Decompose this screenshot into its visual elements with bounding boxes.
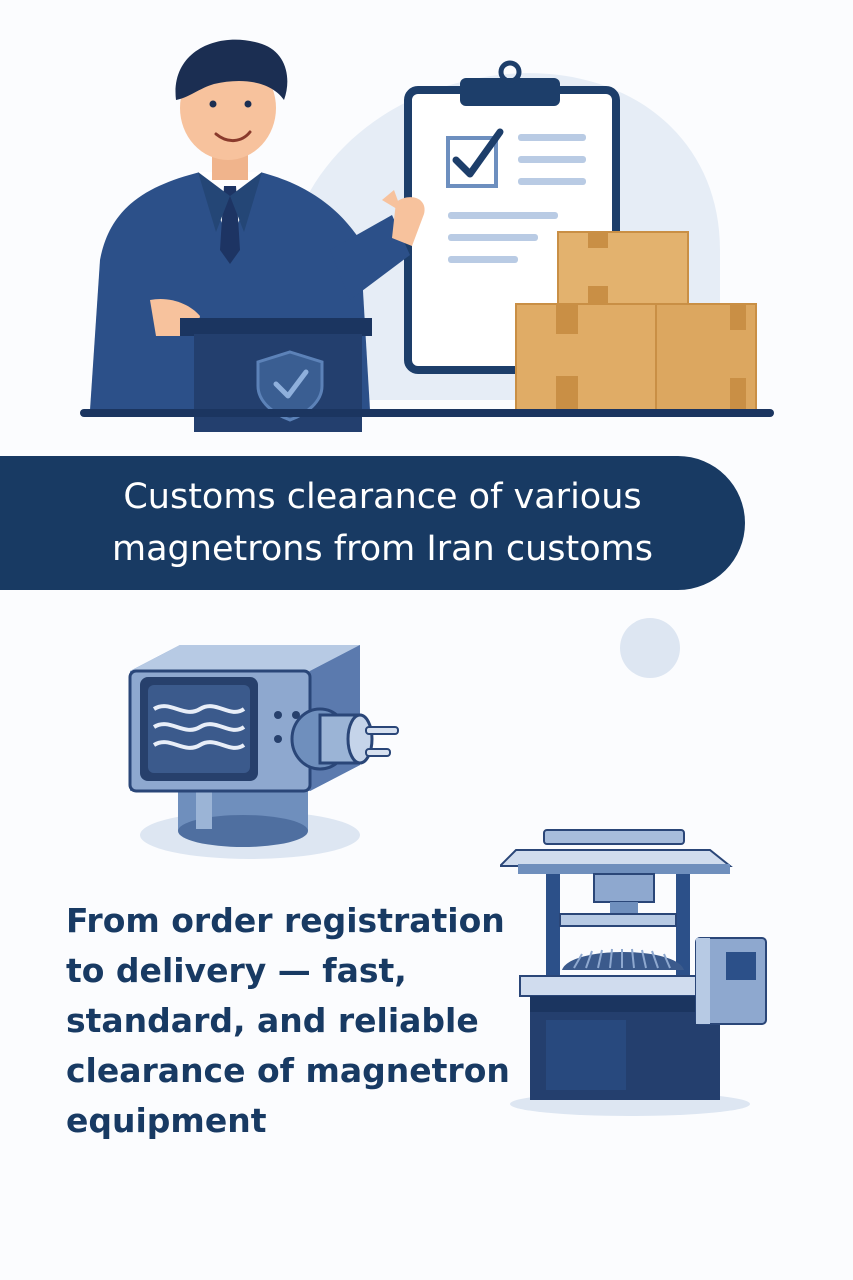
industrial-machine-icon	[500, 829, 767, 1116]
hero-illustration	[80, 39, 774, 432]
magnetron-icon	[128, 645, 399, 859]
shield-check-icon	[256, 350, 324, 422]
floor-line	[80, 409, 774, 417]
decorative-bubble	[620, 618, 680, 678]
podium-icon	[180, 318, 372, 432]
banner-title: Customs clearance of various magnetrons …	[112, 477, 653, 569]
tagline: From order registration to delivery — fa…	[66, 901, 510, 1140]
title-banner: Customs clearance of various magnetrons …	[0, 456, 745, 590]
cardboard-boxes-icon	[515, 231, 757, 411]
